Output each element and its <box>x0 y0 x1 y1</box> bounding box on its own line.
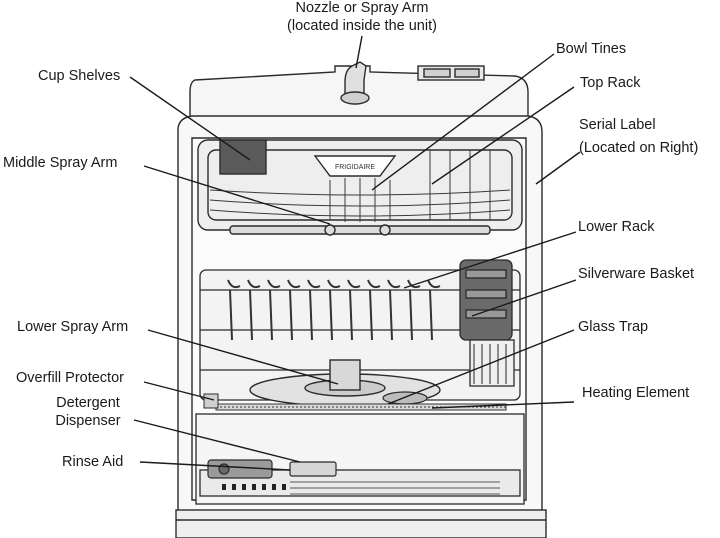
cup-shelf <box>219 139 267 175</box>
door-grille <box>290 481 500 495</box>
door-vent-slots <box>222 484 286 490</box>
lower-rack-tines <box>227 279 441 341</box>
label-nozzle-line2: (located inside the unit) <box>287 18 437 34</box>
leader-overfill-protector <box>143 381 215 401</box>
leader-heating-element <box>431 401 575 409</box>
label-lower-spray-arm-text: Lower Spray Arm <box>17 319 129 335</box>
leader-lower-spray-arm <box>147 329 339 385</box>
label-lower-rack: Lower Rack <box>578 218 655 236</box>
leader-detergent-dispenser <box>133 419 301 463</box>
top-rack-tines <box>209 150 511 222</box>
label-serial-line1: Serial Label <box>579 117 656 133</box>
label-silverware-basket: Silverware Basket <box>578 265 694 283</box>
label-detergent-dispenser: Detergent Dispenser <box>38 394 138 430</box>
label-rinse-aid: Rinse Aid <box>62 453 123 471</box>
leader-silverware-basket <box>471 279 577 317</box>
label-bowl-tines: Bowl Tines <box>556 40 626 58</box>
leader-lower-rack <box>403 231 577 289</box>
label-cup-shelves: Cup Shelves <box>38 67 120 85</box>
leader-nozzle <box>355 35 363 69</box>
label-top-rack-text: Top Rack <box>580 75 641 91</box>
label-lower-spray-arm: Lower Spray Arm <box>17 318 128 336</box>
leader-lines <box>129 35 581 471</box>
overfill-protector <box>203 393 219 409</box>
leader-glass-trap <box>387 329 575 405</box>
label-lower-rack-text: Lower Rack <box>578 219 655 235</box>
leader-bowl-tines <box>371 53 555 191</box>
label-bowl-tines-text: Bowl Tines <box>556 41 627 57</box>
nozzle-icon <box>344 61 367 101</box>
leader-serial-label <box>535 151 581 185</box>
label-nozzle-line1: Nozzle or Spray Arm <box>295 0 429 16</box>
detergent-dispenser <box>289 461 337 477</box>
brand-badge-text: FRIGIDAIRE <box>335 164 375 171</box>
silverware-basket <box>459 259 515 387</box>
label-serial-line2: (Located on Right) <box>579 140 699 156</box>
label-overfill-protector-text: Overfill Protector <box>16 370 124 386</box>
label-glass-trap: Glass Trap <box>578 318 648 336</box>
label-detergent-line2: Dispenser <box>55 413 121 429</box>
label-middle-spray-arm: Middle Spray Arm <box>3 154 117 172</box>
label-overfill-protector: Overfill Protector <box>16 369 124 387</box>
label-silverware-basket-text: Silverware Basket <box>578 266 695 282</box>
label-glass-trap-text: Glass Trap <box>578 319 649 335</box>
label-middle-spray-arm-text: Middle Spray Arm <box>3 155 118 171</box>
label-nozzle-or-spray-arm: Nozzle or Spray Arm (located inside the … <box>262 0 462 35</box>
door-panel <box>195 413 525 505</box>
brand-badge <box>313 155 397 177</box>
middle-spray-arm <box>229 224 491 236</box>
label-cup-shelves-text: Cup Shelves <box>38 68 121 84</box>
label-heating-element: Heating Element <box>582 384 689 402</box>
leader-top-rack <box>431 86 575 185</box>
leader-cup-shelves <box>129 76 251 161</box>
label-top-rack: Top Rack <box>580 74 640 92</box>
label-rinse-aid-text: Rinse Aid <box>62 454 124 470</box>
leader-rinse-aid <box>139 461 291 471</box>
label-serial-label: Serial Label (Located on Right) <box>579 116 698 157</box>
door-base <box>175 509 547 538</box>
label-heating-element-text: Heating Element <box>582 385 690 401</box>
leader-middle-spray-arm <box>143 165 331 225</box>
glass-trap <box>382 391 428 405</box>
label-detergent-line1: Detergent <box>56 395 120 411</box>
